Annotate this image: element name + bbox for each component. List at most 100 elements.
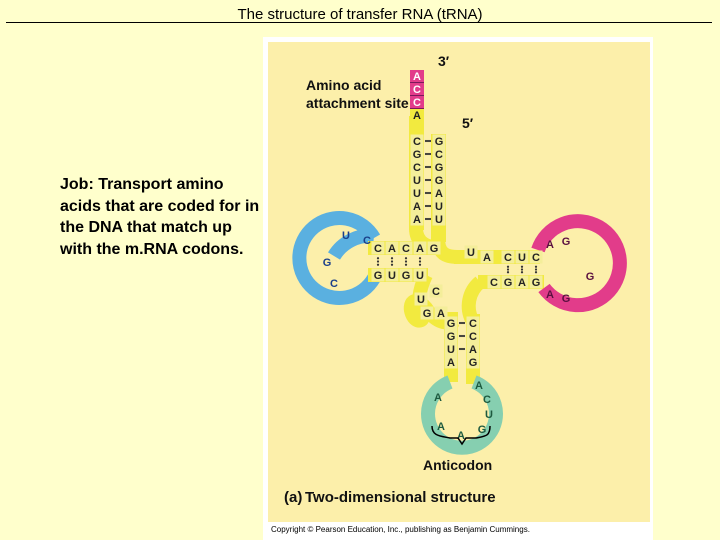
anticodon-pair-dots [460,321,464,325]
acceptor-left-base: A [413,201,421,213]
acceptor-right-base-box [432,212,446,226]
anticodon-label: Anticodon [423,457,492,473]
t-arm-pair-dots [534,271,538,274]
acceptor-left-base-box [410,186,424,200]
d-arm-pair-dots [418,257,422,260]
t-arm-top-base: A [483,252,491,264]
d-loop-backbone-top [328,228,375,260]
t-loop-base: A [546,239,554,251]
acceptor-right-base-box [432,173,446,187]
t-arm-bottom-base-box [487,275,501,289]
t-loop-base: A [546,289,554,301]
acceptor-pair-dots [428,165,432,169]
d-arm-pair-dots [376,260,380,263]
acceptor-left-base-box [410,199,424,213]
acceptor-pair-dots [428,152,432,156]
anticodon-left-base-box [444,355,458,369]
amino-acid-label-line1: Amino acid [306,77,381,93]
anticodon-left-base-box [444,342,458,356]
d-arm-pair-dots [404,263,408,266]
anticodon-right-base-box [466,329,480,343]
acceptor-right-base: U [435,201,443,213]
t-arm-bottom-base-box [501,275,515,289]
d-arm-pair-dots [404,260,408,263]
acceptor-pair-dots [428,191,432,195]
t-arm-bottom-base-box [529,275,543,289]
t-arm-bottom-base: C [490,277,498,289]
acceptor-tail-base: A [413,110,421,122]
t-arm-pair-dots [520,271,524,274]
acceptor-pair-dots [424,152,428,156]
acceptor-pair-dots [424,191,428,195]
acceptor-pair-dots [424,165,428,169]
variable-loop-base: U [417,294,425,306]
acceptor-pair-dots [424,178,428,182]
acceptor-right-base-box [432,147,446,161]
variable-loop-base-box [414,292,428,306]
acceptor-pair-dots [428,139,432,143]
t-arm-top-base: U [467,247,475,259]
d-loop-base: C [330,278,338,290]
t-arm-top-base: C [504,252,512,264]
anticodon-right-base: C [469,331,477,343]
d-arm-top-base-box [427,241,441,255]
t-arm-top-base-box [480,250,494,264]
anticodon-loop-base: A [437,421,445,433]
t-arm-pair-dots [520,268,524,271]
d-arm-top-base: A [416,243,424,255]
t-arm-bottom-base: G [504,277,513,289]
label-3prime: 3′ [438,53,450,69]
acceptor-right-base-box [432,134,446,148]
anticodon-pair-dots [462,334,466,338]
anticodon-pair-dots [458,334,462,338]
d-arm-pair-dots [404,257,408,260]
t-arm-bottom-base: G [532,277,541,289]
t-arm-top-base-box [515,250,529,264]
d-arm-top-base-box [385,241,399,255]
anticodon-left-base-box [444,316,458,330]
t-arm-top-base-box [501,250,515,264]
anticodon-loop-base: A [475,380,483,392]
variable-loop-base: A [437,308,445,320]
d-arm-top-base: G [430,243,439,255]
anticodon-pair-dots [458,321,462,325]
anticodon-loop-base: C [483,394,491,406]
d-arm-bottom-base-box [399,268,413,282]
anticodon-left-base: U [447,344,455,356]
anticodon-right-base-box [466,355,480,369]
anticodon-pair-dots [462,321,466,325]
t-arm-pair-dots [520,265,524,268]
anticodon-left-base: G [447,318,456,330]
anticodon-left-base: A [447,357,455,369]
acceptor-right-base-box [432,199,446,213]
acceptor-pair-dots [424,139,428,143]
anticodon-pair-dots [460,334,464,338]
acceptor-pair-dots [426,204,430,208]
anticodon-right-base-box [466,316,480,330]
acceptor-tail-base: A [413,71,421,83]
d-arm-top-base: A [388,243,396,255]
acceptor-left-base-box [410,212,424,226]
acceptor-pair-dots [428,217,432,221]
d-arm-top-base-box [413,241,427,255]
label-5prime: 5′ [462,115,474,131]
d-arm-pair-dots [376,263,380,266]
anticodon-loop-base: U [485,409,493,421]
d-loop-base: G [323,257,332,269]
variable-loop-base-box [420,306,434,320]
d-arm-bottom-base-box [413,268,427,282]
t-loop-base: G [562,293,571,305]
anticodon-bracket [431,425,491,446]
anticodon-pair-dots [460,347,464,351]
acceptor-left-base: U [413,175,421,187]
t-arm-pair-dots [506,265,510,268]
acceptor-left-base: G [413,149,422,161]
acceptor-right-base: G [435,175,444,187]
d-arm-bottom-base: G [402,270,411,282]
acceptor-right-base: A [435,188,443,200]
variable-loop-base: G [423,308,432,320]
anticodon-right-base: C [469,318,477,330]
variable-loop-base: C [432,286,440,298]
copyright-notice: Copyright © Pearson Education, Inc., pub… [271,525,530,534]
